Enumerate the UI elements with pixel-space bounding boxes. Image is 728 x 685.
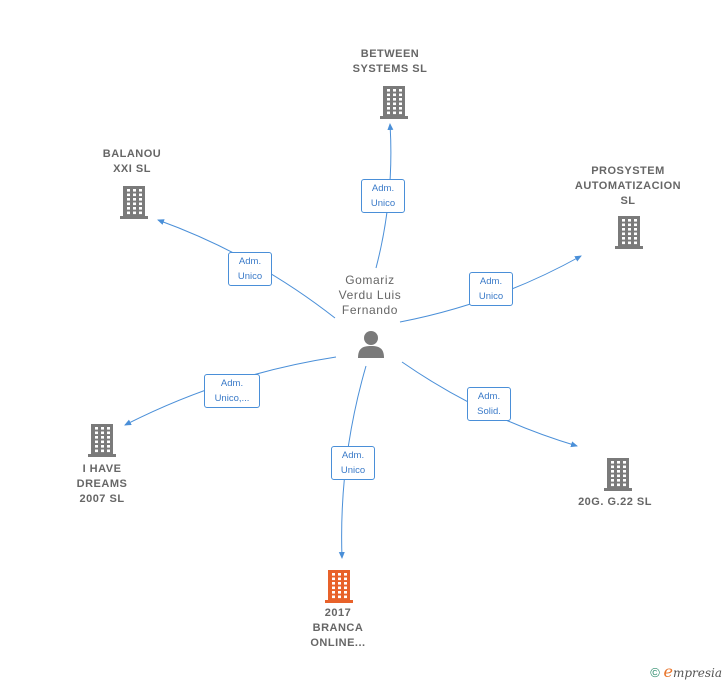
company-label-between[interactable]: BETWEEN SYSTEMS SL: [352, 48, 428, 75]
edge-label-balanou[interactable]: Adm. Unico: [228, 252, 272, 286]
company-label-ihave[interactable]: I HAVE DREAMS 2007 SL: [76, 463, 128, 505]
company-label-g20[interactable]: 20G. G.22 SL: [578, 496, 652, 508]
center-person-label[interactable]: Gomariz Verdu Luis Fernando: [338, 273, 402, 317]
company-label-prosystem[interactable]: PROSYSTEM AUTOMATIZACION SL: [574, 165, 682, 207]
edge-label-prosystem[interactable]: Adm. Unico: [469, 272, 513, 306]
building-icon[interactable]: [86, 422, 118, 458]
edge-label-between[interactable]: Adm. Unico: [361, 179, 405, 213]
empresia-logo: empresia: [663, 662, 722, 681]
footer-brand[interactable]: © empresia: [650, 662, 722, 681]
edge-label-branca[interactable]: Adm. Unico: [331, 446, 375, 480]
edge-label-g20[interactable]: Adm. Solid.: [467, 387, 511, 421]
company-label-balanou[interactable]: BALANOU XXI SL: [102, 148, 162, 175]
building-icon[interactable]: [378, 84, 410, 120]
building-icon[interactable]: [118, 184, 150, 220]
edge-label-ihave[interactable]: Adm. Unico,...: [204, 374, 260, 408]
building-icon[interactable]: [602, 456, 634, 492]
company-label-branca[interactable]: 2017 BRANCA ONLINE...: [310, 607, 366, 649]
building-icon[interactable]: [613, 214, 645, 250]
building-icon[interactable]: [323, 568, 355, 604]
person-icon[interactable]: [355, 328, 387, 360]
copyright-icon: ©: [650, 665, 660, 680]
